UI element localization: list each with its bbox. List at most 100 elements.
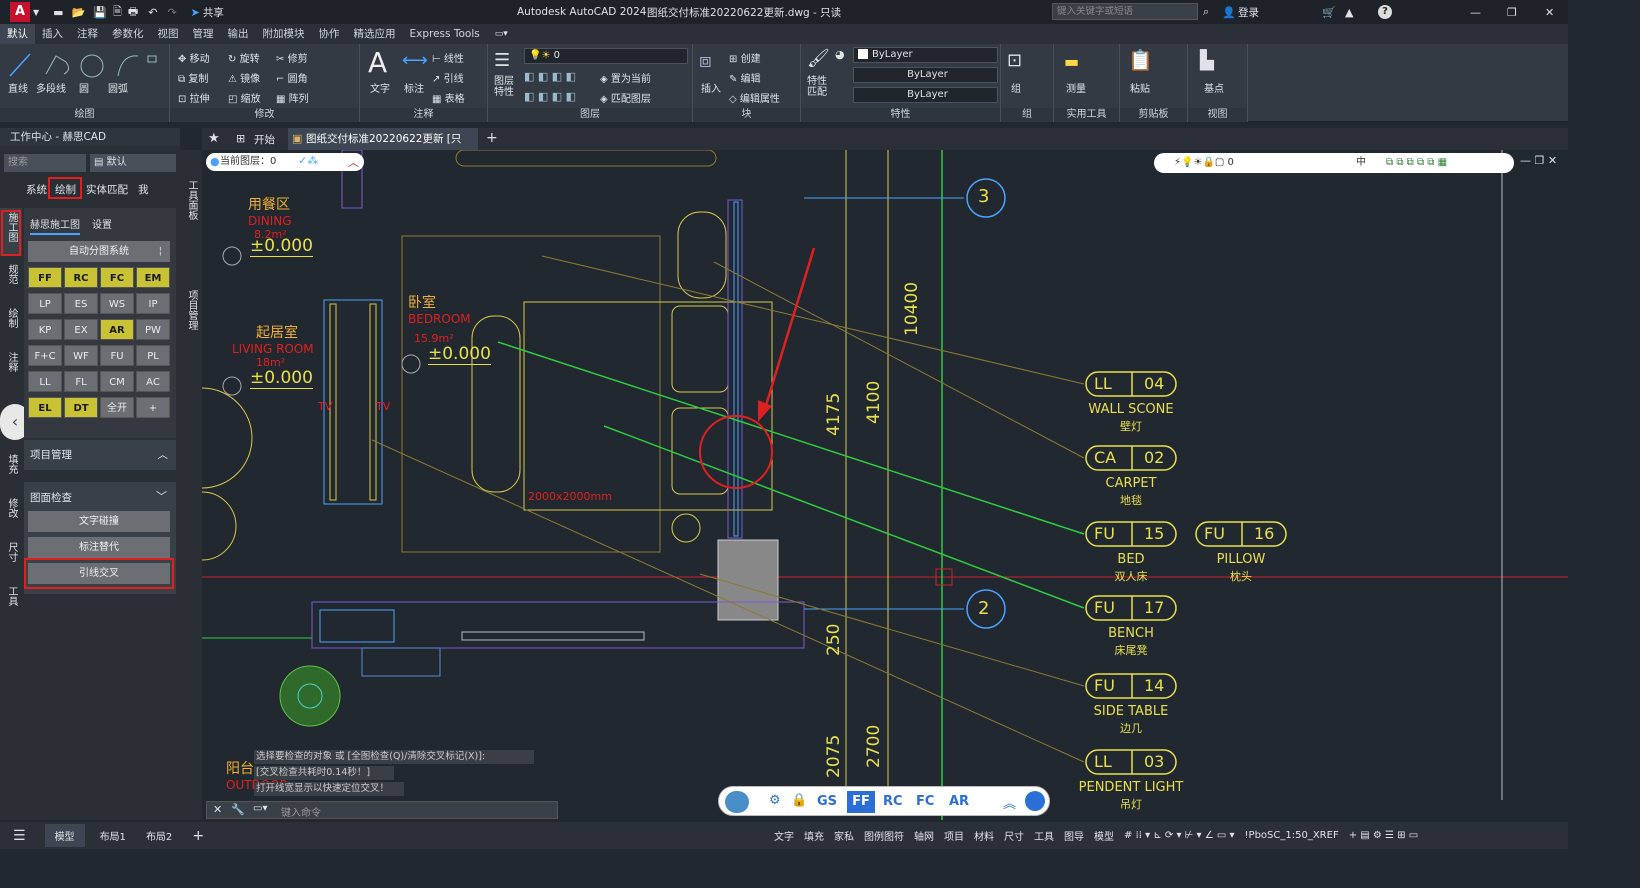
stretch-button[interactable]: ⊡ 拉伸	[178, 94, 210, 105]
settings-gear-icon[interactable]: ⚙	[769, 793, 781, 808]
move-button[interactable]: ✥ 移动	[178, 54, 210, 65]
user-icon[interactable]: 👤	[1222, 5, 1236, 19]
layout-tab-model[interactable]: 模型	[44, 824, 85, 847]
color-dropdown[interactable]: ByLayer	[853, 47, 998, 63]
code-wf[interactable]: WF	[64, 345, 98, 366]
status-furniture[interactable]: 家私	[834, 832, 855, 843]
tab-express-tools[interactable]: Express Tools	[409, 28, 480, 40]
side-tab-dimension[interactable]: 尺寸	[6, 542, 17, 562]
side-tab-standard[interactable]: 规范	[6, 264, 17, 284]
code-pw[interactable]: PW	[136, 319, 170, 340]
layer-dropdown[interactable]: 💡☀ 0	[524, 48, 688, 64]
help-icon[interactable]: ?	[1378, 5, 1392, 19]
close-icon[interactable]: ✕	[1545, 5, 1555, 19]
ribbon-toggle-icon[interactable]: ▭▾	[494, 29, 508, 39]
project-management-section[interactable]: 项目管理︿	[24, 440, 176, 470]
status-material[interactable]: 材料	[974, 832, 995, 843]
layer-tools-row2-icon[interactable]: ◧ ◧ ◧ ◧	[524, 90, 577, 103]
redo-icon[interactable]: ↷	[167, 5, 177, 19]
panel-tab-me[interactable]: 我	[138, 184, 149, 196]
side-tab-tools[interactable]: 工具	[6, 586, 17, 606]
mirror-button[interactable]: ⚠ 镜像	[228, 74, 261, 85]
array-button[interactable]: ▦ 阵列	[276, 94, 309, 105]
wrench-icon[interactable]: 🔧	[231, 803, 245, 816]
text-button[interactable]: 文字	[370, 84, 390, 95]
minimize-icon[interactable]: —	[1470, 5, 1481, 19]
chevron-down-icon[interactable]: ﹀	[156, 490, 167, 503]
panel-tab-system[interactable]: 系统	[26, 184, 47, 196]
color-wheel-icon[interactable]: ◕	[835, 48, 845, 61]
project-mgmt-tab[interactable]: 项目管理	[186, 290, 197, 330]
open-file-icon[interactable]: 📂	[71, 5, 86, 19]
code-fc[interactable]: FC	[100, 267, 134, 288]
rotate-button[interactable]: ↻ 旋转	[228, 54, 260, 65]
view-group-title[interactable]: 视图	[1188, 108, 1247, 122]
layer-check-icon[interactable]: ✓⁂	[298, 154, 319, 167]
base-view-icon[interactable]: ▙	[1200, 50, 1214, 71]
code-fl[interactable]: FL	[64, 371, 98, 392]
viewport-minimize-icon[interactable]: — ❐ ✕	[1520, 154, 1558, 167]
command-prompt-icon[interactable]: ▭▾	[253, 803, 268, 814]
quick-gs[interactable]: GS	[817, 794, 838, 809]
tab-featured-apps[interactable]: 精选应用	[353, 28, 396, 40]
subtab-settings[interactable]: 设置	[92, 220, 112, 231]
dim-override-button[interactable]: 标注替代	[28, 537, 170, 558]
polyline-button[interactable]: 多段线	[36, 84, 66, 95]
lineweight-dropdown[interactable]: ByLayer	[853, 87, 998, 103]
code-el[interactable]: EL	[28, 397, 62, 418]
utilities-group-title[interactable]: 实用工具	[1054, 108, 1119, 122]
star-icon[interactable]: ★	[208, 131, 220, 146]
group-button[interactable]: 组	[1011, 84, 1021, 95]
measure-button[interactable]: 测量	[1066, 84, 1086, 95]
tab-default[interactable]: 默认	[0, 24, 35, 44]
new-tab-icon[interactable]: +	[486, 130, 498, 146]
tab-manage[interactable]: 管理	[192, 28, 214, 40]
current-layer-float[interactable]: 当前图层：0	[206, 153, 364, 171]
text-tool-icon[interactable]: A	[368, 46, 388, 79]
code-ip[interactable]: IP	[136, 293, 170, 314]
code-rc[interactable]: RC	[64, 267, 98, 288]
drawing-canvas[interactable]: 用餐区 DINING 8.2m² ±0.000 起居室 LIVING ROOM …	[202, 150, 1568, 820]
draw-group-title[interactable]: 绘图	[0, 108, 169, 122]
measure-icon[interactable]: ▬	[1064, 52, 1080, 71]
paste-button[interactable]: 粘贴	[1130, 84, 1150, 95]
trim-button[interactable]: ✂ 修剪	[276, 54, 308, 65]
undo-icon[interactable]: ↶	[148, 5, 158, 19]
panel-tab-draw[interactable]: 绘制	[55, 184, 76, 196]
status-fill[interactable]: 填充	[804, 832, 825, 843]
language-dropdown[interactable]: 中	[1356, 157, 1366, 168]
match-properties-button[interactable]: 特性 匹配	[807, 76, 827, 98]
tab-collaborate[interactable]: 协作	[318, 28, 340, 40]
panel-search-input[interactable]: 搜索	[4, 154, 86, 172]
layout-tab-2[interactable]: 布局2	[145, 832, 173, 843]
preset-dropdown[interactable]: ▤ 默认	[90, 154, 176, 172]
lock-icon[interactable]: 🔒	[791, 793, 808, 808]
avatar[interactable]	[725, 791, 749, 813]
layer-toolbar-float[interactable]: ⚡💡☀🔒▢ 0 中 ⧉ ⧉ ⧉ ⧉ ⧉ ▦	[1154, 153, 1514, 173]
code-dt[interactable]: DT	[64, 397, 98, 418]
grid-snap-icons[interactable]: # ⁞⁞ ▾ ⊾ ⟳ ▾ ⊬ ▾ ∠ ▭ ▾	[1124, 830, 1235, 841]
model-space-toggle[interactable]: 模型	[1094, 832, 1115, 843]
code-ar[interactable]: AR	[100, 319, 134, 340]
code-ac[interactable]: AC	[136, 371, 170, 392]
arc-button[interactable]: 圆弧	[108, 84, 128, 95]
double-chevron-up-icon[interactable]: ︽	[1003, 797, 1017, 812]
command-input[interactable]: 键入命令	[281, 808, 321, 819]
search-icon[interactable]: ⌕	[1203, 5, 1210, 18]
code-cm[interactable]: CM	[100, 371, 134, 392]
tab-output[interactable]: 输出	[227, 28, 249, 40]
app-circle-icon[interactable]	[1025, 791, 1045, 811]
edit-attributes-button[interactable]: ◇ 编辑属性	[729, 94, 780, 105]
layer-properties-button[interactable]: 图层 特性	[494, 76, 514, 98]
layer-properties-icon[interactable]: ☰	[494, 50, 511, 71]
status-dimension[interactable]: 尺寸	[1004, 832, 1025, 843]
code-pl[interactable]: PL	[136, 345, 170, 366]
restore-icon[interactable]: ❐	[1507, 5, 1517, 19]
drawing-check-title[interactable]: 图面检查	[30, 492, 72, 504]
layers-group-title[interactable]: 图层	[488, 108, 692, 122]
layer-tools-icon[interactable]: ◧ ◧ ◧ ◧	[524, 70, 577, 83]
code-ws[interactable]: WS	[100, 293, 134, 314]
side-tab-draw[interactable]: 绘制	[6, 308, 17, 328]
dimension-button[interactable]: 标注	[404, 84, 424, 95]
autocad-logo[interactable]: A	[10, 2, 30, 22]
